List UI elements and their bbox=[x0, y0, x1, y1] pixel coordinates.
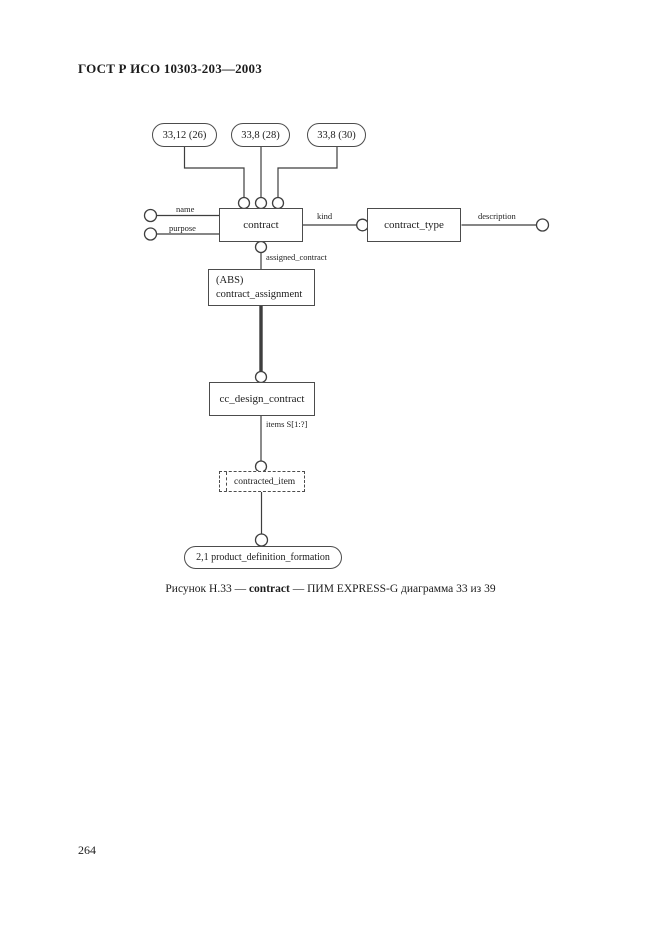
circle-assigned-contract bbox=[254, 240, 268, 254]
page-number: 264 bbox=[78, 843, 96, 857]
circle-supertype-end bbox=[254, 370, 268, 384]
attr-label-kind: kind bbox=[317, 211, 333, 221]
connector-ref3-to-contract bbox=[277, 147, 338, 198]
caption-suffix: — ПИМ EXPRESS-G диаграмма 33 из 39 bbox=[289, 583, 496, 595]
select-type-inner-line bbox=[226, 472, 227, 491]
circle-ref2-end bbox=[254, 196, 268, 210]
attr-label-description: description bbox=[478, 211, 516, 221]
circle-ref1-end bbox=[237, 196, 251, 210]
attr-label-name: name bbox=[176, 204, 195, 214]
caption-prefix: Рисунок Н.33 — bbox=[165, 583, 249, 595]
entity-contract-box: contract bbox=[219, 208, 303, 242]
entity-cc-design-contract-box: cc_design_contract bbox=[209, 382, 315, 416]
attr-label-items: items S[1:?] bbox=[266, 419, 308, 429]
page-ref-oval-3: 33,8 (30) bbox=[307, 123, 366, 147]
connector-lines-layer bbox=[143, 147, 550, 547]
page-ref-oval-2: 33,8 (28) bbox=[231, 123, 290, 147]
abs-marker-label: (ABS) bbox=[216, 275, 244, 286]
connector-ref1-to-contract bbox=[183, 147, 245, 198]
entity-contract-assignment-box: (ABS) contract_assignment bbox=[208, 269, 315, 306]
page-header: ГОСТ Р ИСО 10303-203—2003 bbox=[78, 61, 262, 76]
caption-title: contract bbox=[248, 583, 290, 595]
contracted-item-label: contracted_item bbox=[234, 476, 296, 487]
circle-name-attr bbox=[143, 208, 158, 223]
circle-ref3-end bbox=[271, 196, 285, 210]
attr-label-assigned-contract: assigned_contract bbox=[266, 252, 327, 262]
circle-contracted-item-end bbox=[254, 533, 269, 547]
page-ref-oval-1: 33,12 (26) bbox=[152, 123, 217, 147]
page-ref-product-definition-formation: 2,1 product_definition_formation bbox=[184, 546, 342, 569]
attr-label-purpose: purpose bbox=[169, 222, 196, 233]
figure-caption: Рисунок Н.33 — contract — ПИМ EXPRESS-G … bbox=[0, 583, 661, 595]
circle-description-end bbox=[535, 218, 550, 232]
circle-purpose-attr bbox=[143, 227, 158, 241]
contract-assignment-label: contract_assignment bbox=[216, 288, 303, 300]
select-contracted-item-box: contracted_item bbox=[219, 471, 305, 492]
entity-contract-type-box: contract_type bbox=[367, 208, 461, 242]
